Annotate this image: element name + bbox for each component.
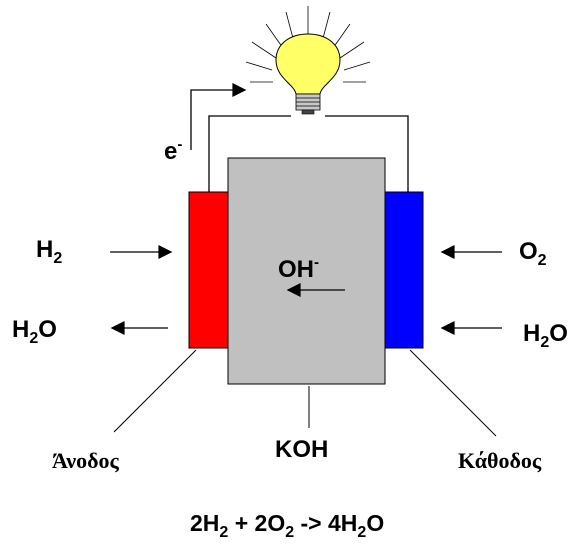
electron-label: e- — [164, 136, 183, 165]
h2-input-label: H2 — [36, 236, 63, 267]
cathode-electrode — [384, 191, 424, 349]
reaction-equation: 2H2 + 2O2 -> 4H2O — [190, 510, 385, 541]
koh-electrolyte — [227, 157, 386, 385]
anode-leader-line — [113, 349, 197, 433]
electrolyte-caption: KOH — [275, 436, 329, 463]
hydroxide-label: OH- — [278, 254, 319, 283]
anode-electrode — [188, 191, 229, 349]
h2o-input-label: H2O — [523, 320, 568, 351]
electron-flow-arrow — [190, 83, 247, 150]
circuit-wire-right — [325, 115, 409, 192]
cathode-caption: Κάθοδος — [458, 448, 542, 473]
o2-input-label: O2 — [519, 238, 547, 269]
light-bulb-icon — [245, 6, 371, 115]
anode-caption: Άνοδος — [52, 448, 119, 473]
circuit-wire — [208, 115, 291, 192]
cathode-leader-line — [409, 349, 497, 437]
h2o-output-label: H2O — [12, 316, 57, 347]
